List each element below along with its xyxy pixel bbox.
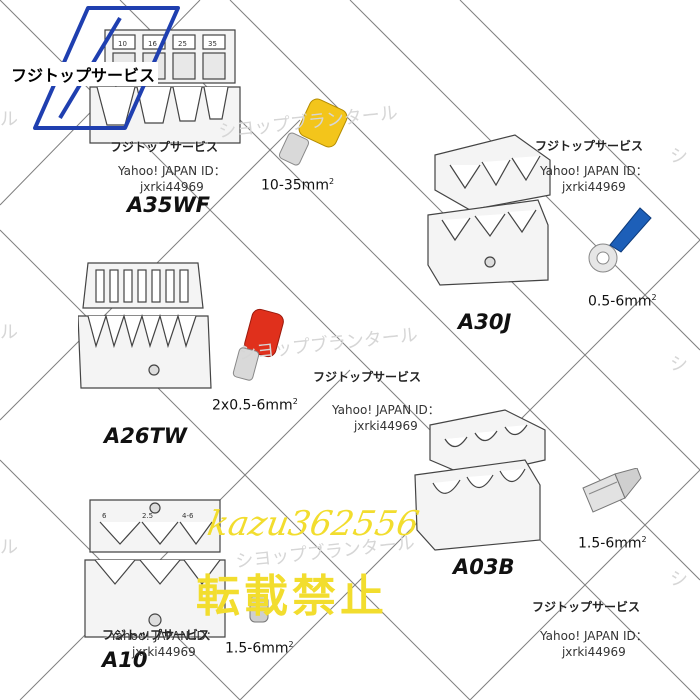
watermark-yahoo-id: Yahoo! JAPAN ID： jxrki44969 [332,402,440,434]
watermark-yahoo-id: Yahoo! JAPAN ID： jxrki44969 [110,628,218,660]
ring-terminal-image [588,207,652,273]
spec-a10: 1.5-6mm2 [225,640,294,657]
ferrule-red-image [232,308,284,381]
watermark-yahoo-id: Yahoo! JAPAN ID： jxrki44969 [118,163,226,195]
watermark-user-id: jxrki44969 [353,419,418,433]
die-label-2-5: 2.5 [142,512,153,520]
watermark-faint-left: ル [0,109,18,130]
die-a30j-image [427,134,551,286]
spec-a03b: 1.5-6mm2 [578,535,647,552]
logo-text: フジトップサービス [8,62,159,86]
watermark-yahoo-line: Yahoo! JAPAN ID： [332,403,440,417]
spade-terminal-image [582,468,642,513]
watermark-yahoo-line: Yahoo! JAPAN ID： [118,164,226,178]
stamp-user: kazu362556 [204,504,423,544]
ferrule-gray-image [249,595,269,623]
watermark-faint-short: シ [670,146,688,167]
die-label-35: 35 [208,40,217,48]
spec-a26tw: 2x0.5-6mm2 [212,397,298,414]
watermark-yahoo-line: Yahoo! JAPAN ID： [540,164,648,178]
watermark-faint-short: シ [670,569,688,590]
die-a26tw-image [78,262,212,389]
model-a03b: A03B [453,555,515,579]
watermark-user-id: jxrki44969 [561,180,626,194]
watermark-brand: フジトップサービス [532,600,641,614]
watermark-yahoo-line: Yahoo! JAPAN ID： [540,629,648,643]
watermark-user-id: jxrki44969 [139,180,204,194]
die-label-16: 16 [148,40,157,48]
watermark-user-id: jxrki44969 [561,645,626,659]
watermark-yahoo-line: Yahoo! JAPAN ID： [110,629,218,643]
model-a35wf: A35WF [127,193,210,217]
spec-a30j: 0.5-6mm2 [588,293,657,310]
watermark-user-id: jxrki44969 [131,645,196,659]
ferrule-yellow-image [278,98,348,166]
die-a03b-image [414,409,546,551]
watermark-yahoo-id: Yahoo! JAPAN ID： jxrki44969 [540,628,648,660]
stamp-warning: 転載禁止 [196,571,388,622]
watermark-faint-short: シ [670,354,688,375]
die-label-6: 6 [102,512,107,520]
die-a35wf-labels [112,34,226,50]
model-a30j: A30J [458,310,512,334]
die-label-25: 25 [178,40,187,48]
watermark-faint-left: ル [0,537,18,558]
watermark-faint-left: ル [0,322,18,343]
model-a26tw: A26TW [104,424,187,448]
die-a10-image: 6 2.5 4-6 [84,499,226,638]
watermark-brand: フジトップサービス [110,140,219,154]
die-label-4-6: 4-6 [182,512,194,520]
model-a10: A10 [102,648,148,672]
watermark-brand: フジトップサービス [102,628,211,642]
watermark-brand: フジトップサービス [313,370,422,384]
spec-a35wf: 10-35mm2 [261,177,335,194]
watermark-brand: フジトップサービス [535,139,644,153]
watermark-yahoo-id: Yahoo! JAPAN ID： jxrki44969 [540,163,648,195]
die-label-10: 10 [118,40,127,48]
